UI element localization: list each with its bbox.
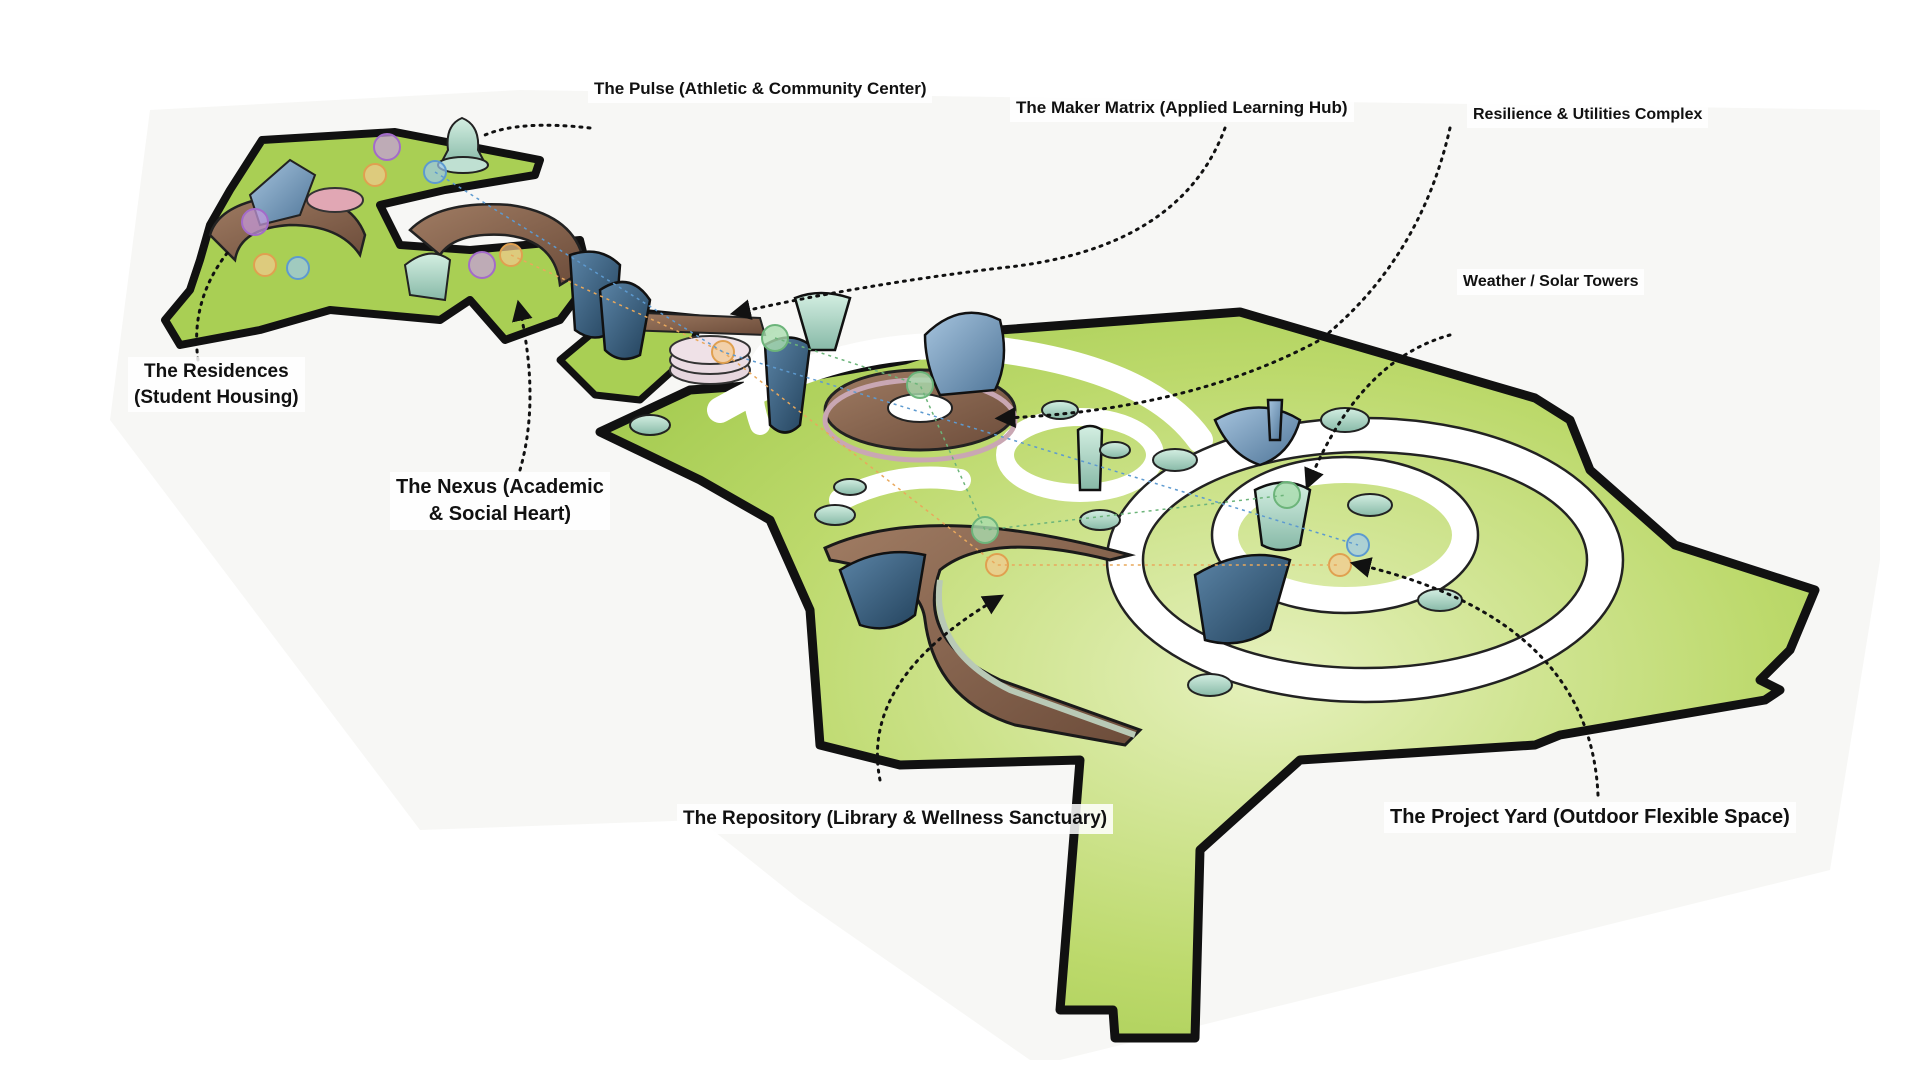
label-resilience: Resilience & Utilities Complex bbox=[1467, 102, 1708, 128]
label-repository: The Repository (Library & Wellness Sanct… bbox=[677, 804, 1113, 834]
label-project-yard: The Project Yard (Outdoor Flexible Space… bbox=[1384, 802, 1796, 833]
pod-11 bbox=[1100, 442, 1130, 458]
label-pulse: The Pulse (Athletic & Community Center) bbox=[588, 76, 932, 103]
node-orange-5 bbox=[986, 554, 1008, 576]
pod-6 bbox=[1153, 449, 1197, 471]
label-maker-matrix: The Maker Matrix (Applied Learning Hub) bbox=[1010, 95, 1354, 122]
node-green-3 bbox=[972, 517, 998, 543]
residences-pink-pavilion bbox=[307, 188, 363, 212]
pod-5 bbox=[1080, 510, 1120, 530]
weather-tower-stem bbox=[1268, 400, 1282, 440]
label-nexus-line2: & Social Heart) bbox=[396, 501, 604, 528]
label-weather-solar-towers: Weather / Solar Towers bbox=[1457, 269, 1644, 295]
resilience-tower bbox=[1078, 426, 1102, 490]
label-nexus: The Nexus (Academic & Social Heart) bbox=[390, 472, 610, 530]
node-orange-6 bbox=[1329, 554, 1351, 576]
residences-mint-building bbox=[405, 254, 450, 300]
node-purple-3 bbox=[469, 252, 495, 278]
label-residences: The Residences (Student Housing) bbox=[128, 357, 305, 412]
node-purple-1 bbox=[374, 134, 400, 160]
pod-1 bbox=[630, 415, 670, 435]
pod-8 bbox=[1348, 494, 1392, 516]
pod-2 bbox=[834, 479, 866, 495]
label-residences-line1: The Residences bbox=[134, 359, 299, 385]
node-blue-2 bbox=[287, 257, 309, 279]
maker-blue-tulip bbox=[925, 313, 1004, 395]
node-green-2 bbox=[907, 372, 933, 398]
node-orange-2 bbox=[254, 254, 276, 276]
node-green-4 bbox=[1274, 482, 1300, 508]
nexus-deck-3 bbox=[670, 336, 750, 364]
node-orange-1 bbox=[364, 164, 386, 186]
dark-building-nexus-east bbox=[600, 282, 650, 359]
pod-3 bbox=[815, 505, 855, 525]
pod-9 bbox=[1418, 589, 1462, 611]
pod-10 bbox=[1188, 674, 1232, 696]
pod-7 bbox=[1321, 408, 1369, 432]
node-purple-2 bbox=[242, 209, 268, 235]
label-residences-line2: (Student Housing) bbox=[134, 385, 299, 411]
label-nexus-line1: The Nexus (Academic bbox=[396, 474, 604, 501]
